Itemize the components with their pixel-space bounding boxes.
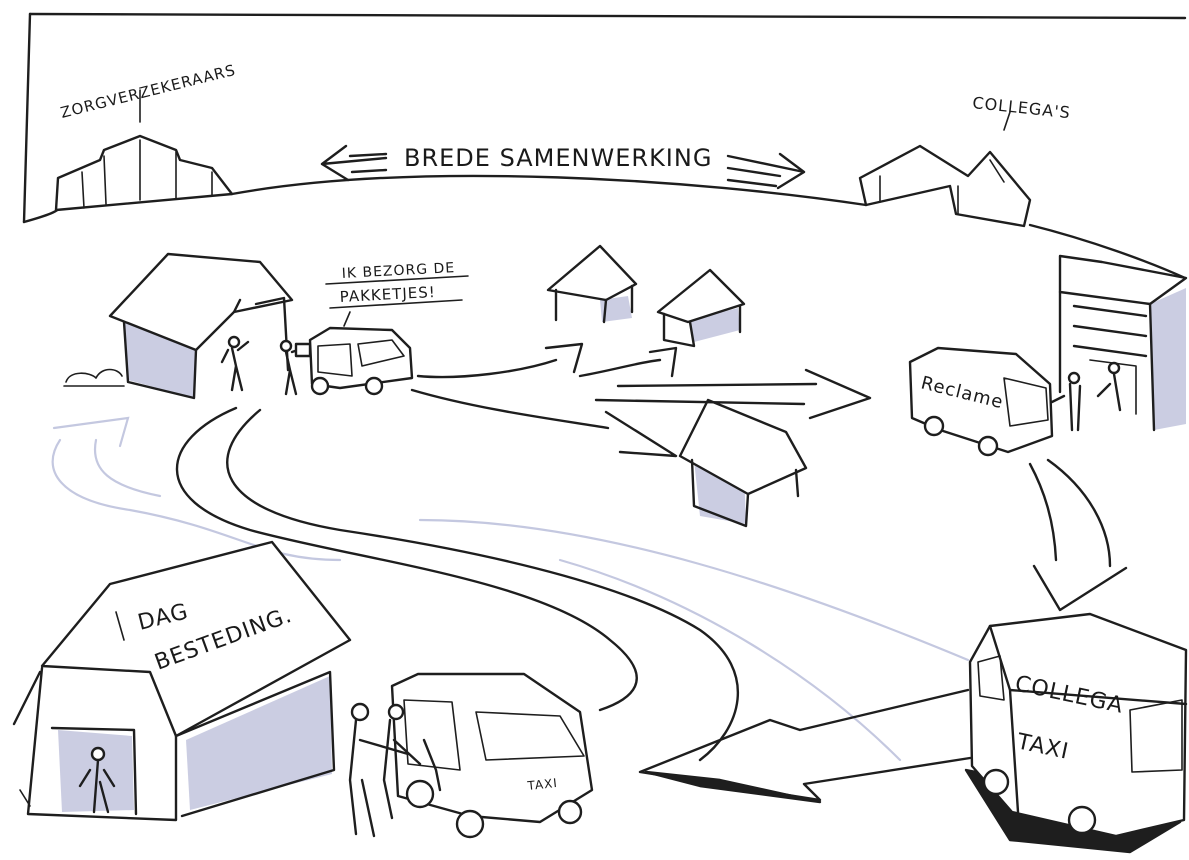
left-house [64,254,310,398]
colleague-taxi [966,614,1186,852]
advertising-van [910,348,1120,455]
cooperation-label: BREDE SAMENWERKING [404,144,712,172]
return-arrow-shadow [646,772,820,802]
down-arrow [1030,460,1126,610]
daycare-building [14,542,350,820]
colleagues-buildings [860,112,1030,226]
insurers-label: ZORGVERZEKERAARS [59,61,238,122]
delivery-arrows [412,344,870,456]
small-house-3 [680,400,806,526]
delivery-line1: IK BEZORG DE [341,260,455,282]
frame-top-line [30,14,1185,18]
frame-left-line [24,14,30,222]
small-house-1 [548,246,636,322]
small-taxi [350,674,592,837]
delivery-van [310,328,412,394]
small-house-2 [658,270,744,346]
colleagues-label: COLLEGA'S [972,93,1072,122]
